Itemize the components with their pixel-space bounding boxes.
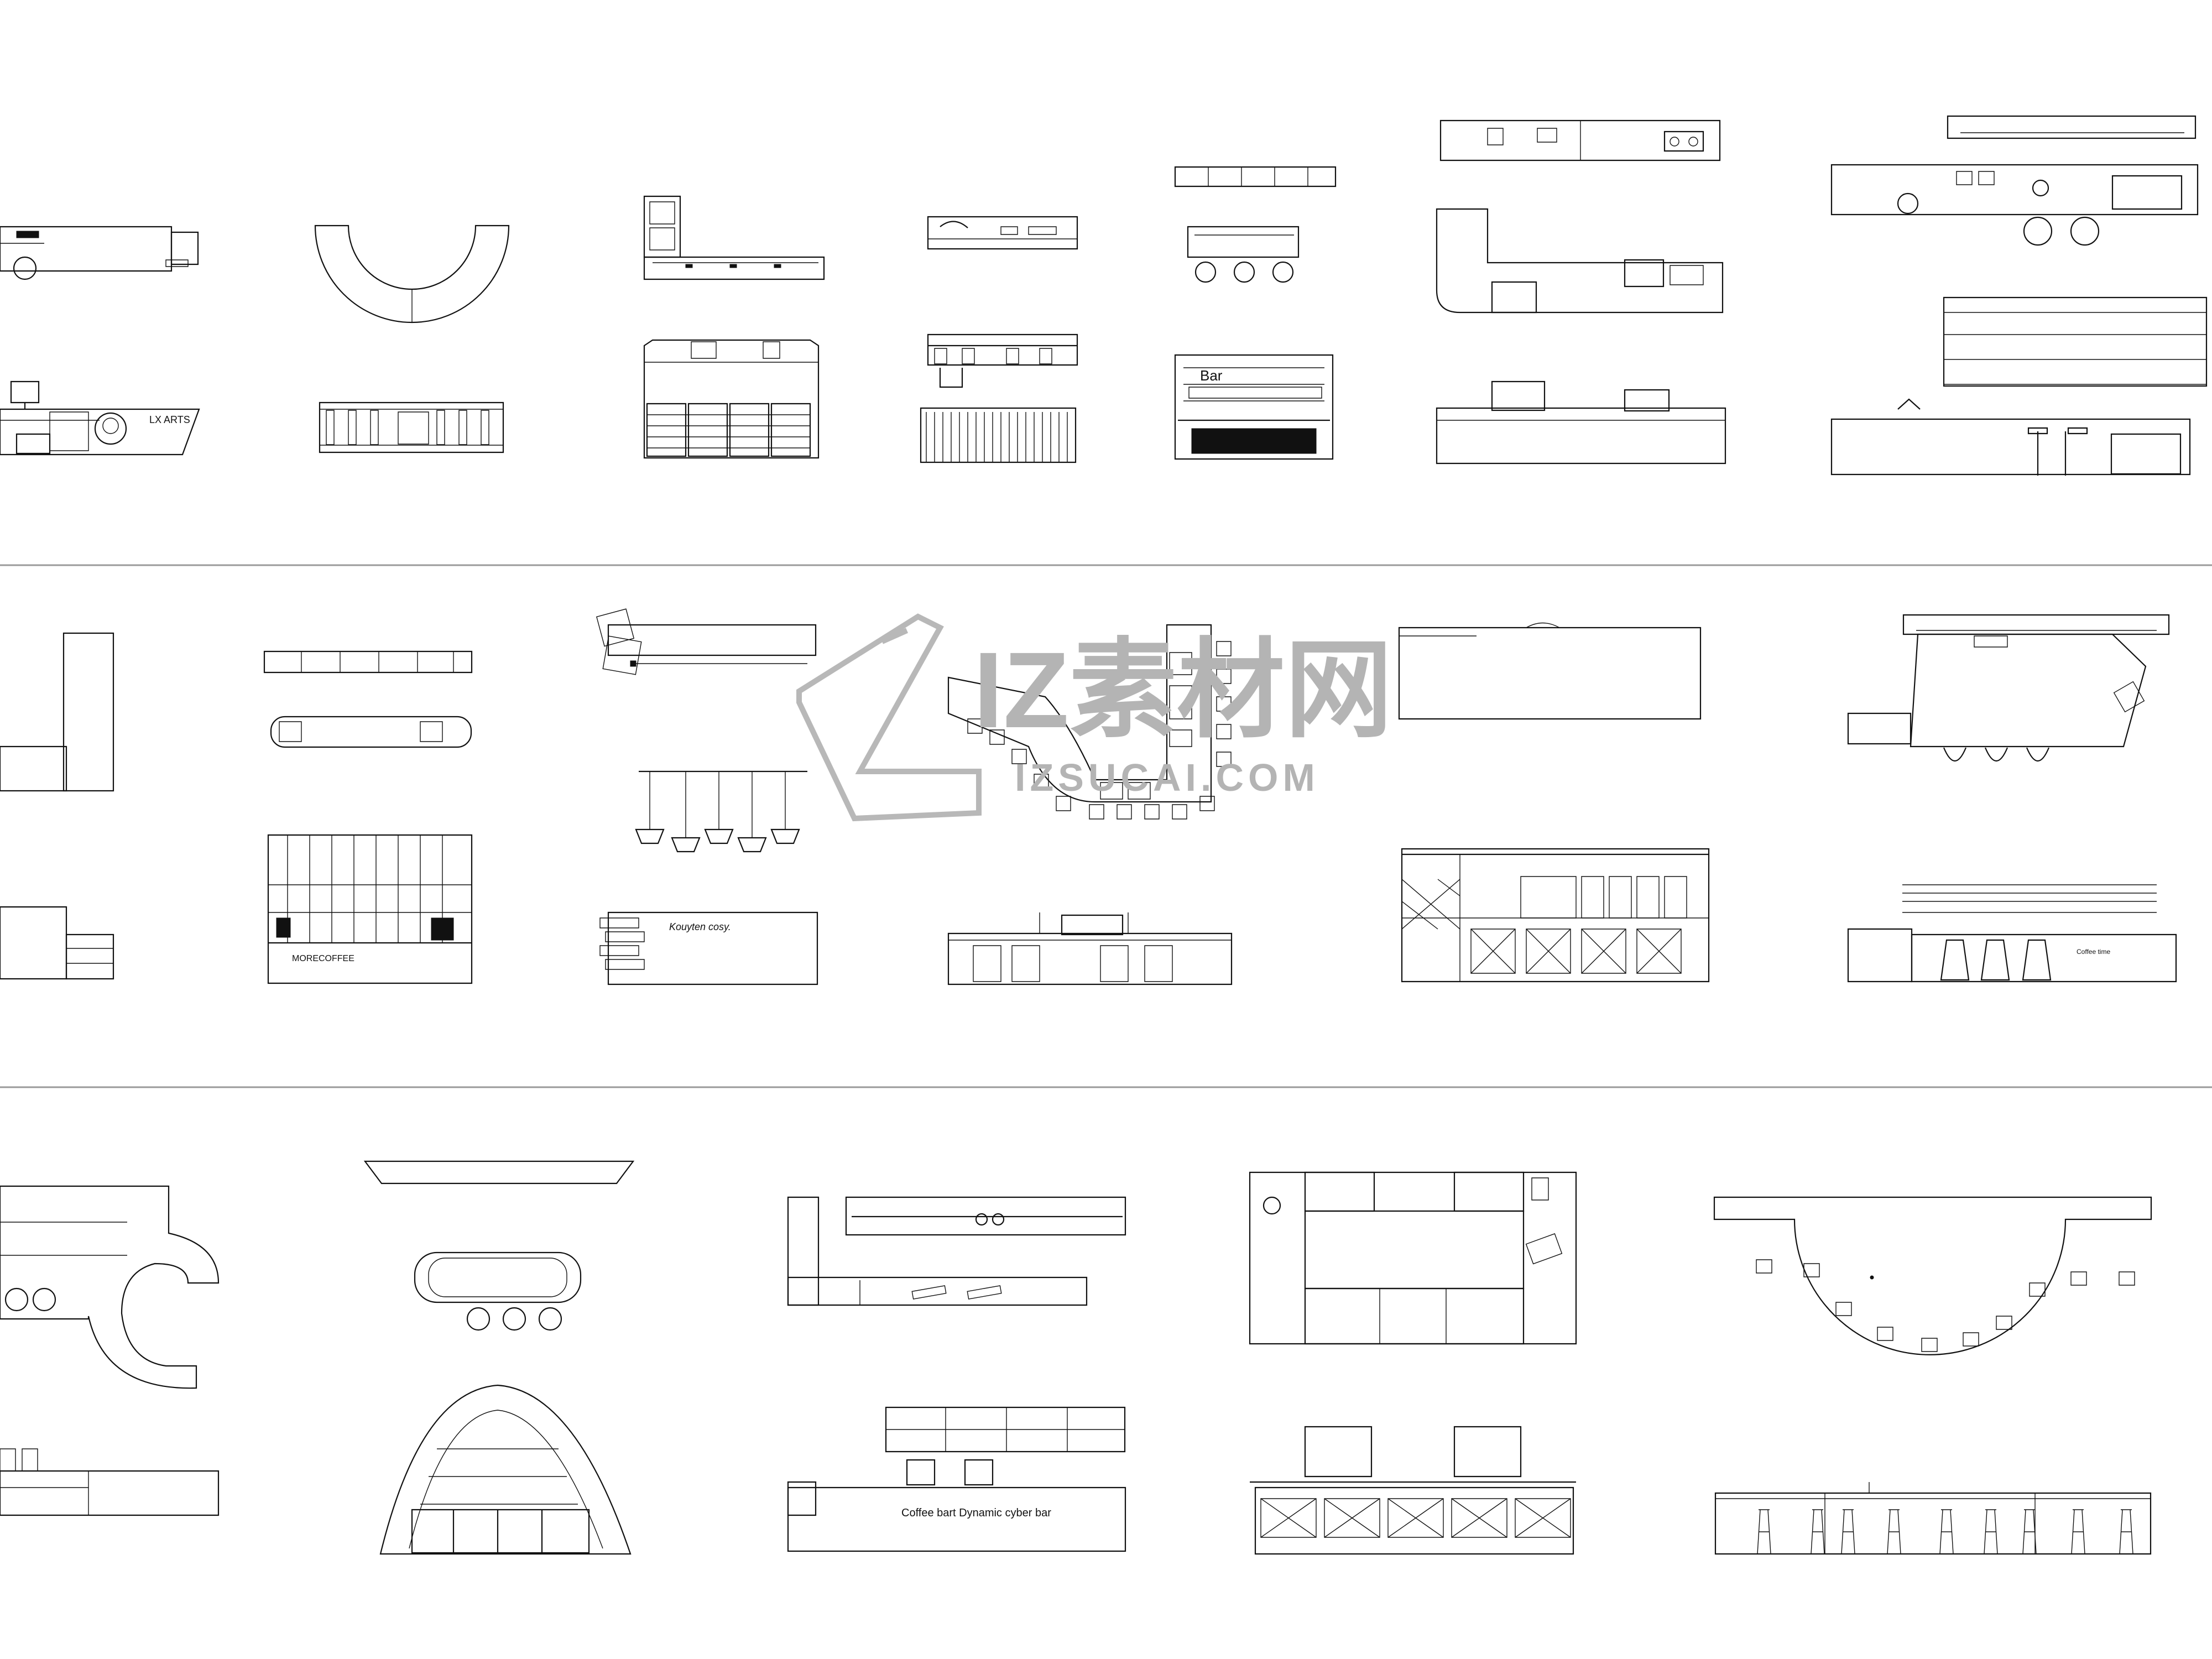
bar-drawing-arch-back-bar bbox=[365, 1161, 633, 1554]
semicircle-elevation bbox=[320, 403, 503, 452]
elevation-view bbox=[1250, 1427, 1576, 1554]
elevation-view: MORECOFFEE bbox=[268, 835, 472, 983]
bar-drawing-wine-rack-bar bbox=[1399, 623, 1709, 982]
bar-drawing-straight-counter bbox=[644, 196, 824, 458]
plan-view bbox=[0, 227, 198, 279]
watermark-brand: IZ素材网 bbox=[973, 630, 1392, 750]
elevation-view: LX ARTS bbox=[0, 382, 199, 455]
elevation-view bbox=[1715, 1482, 2151, 1554]
script-sign-label: Kouyten cosy. bbox=[669, 921, 731, 932]
elevation-view bbox=[1832, 298, 2206, 476]
bar-drawing-curved-bar bbox=[948, 625, 1232, 984]
lx-arts-label: LX ARTS bbox=[149, 414, 190, 425]
watermark-logo bbox=[799, 617, 979, 818]
elevation-view bbox=[1402, 849, 1709, 982]
bar-drawing-morecoffee: MORECOFFEE bbox=[264, 651, 472, 983]
bar-drawing-lx-arts: LX ARTS bbox=[0, 227, 199, 455]
bar-drawing-c-shaped-counter bbox=[0, 1186, 218, 1515]
bar-stools-elevation bbox=[1757, 1510, 2133, 1554]
bar-elevation: Bar bbox=[1175, 355, 1333, 459]
bar-drawing-coffee-counter bbox=[1832, 116, 2206, 476]
semicircle-plan bbox=[315, 226, 509, 322]
elevation-view: Coffee time bbox=[1848, 885, 2176, 982]
bar-drawing-pendant-bar: Kouyten cosy. bbox=[597, 609, 817, 984]
watermark: IZ素材网 IZSUCAI.COM bbox=[799, 617, 1392, 818]
elevation-view: Coffee bart Dynamic cyber bar bbox=[788, 1407, 1125, 1551]
slatted-front bbox=[926, 412, 1067, 462]
bar-drawing-partial-counter bbox=[0, 633, 113, 979]
arch-outline bbox=[380, 1385, 630, 1554]
watermark-domain: IZSUCAI.COM bbox=[1015, 756, 1319, 799]
bar-drawing-island-bar bbox=[1250, 1172, 1576, 1554]
bar-drawing-coffee-time: Coffee time bbox=[1848, 615, 2176, 982]
bar-drawing-semicircle-counter bbox=[315, 226, 509, 452]
elevation-view bbox=[948, 912, 1232, 984]
bar-drawing-back-bar bbox=[921, 217, 1077, 462]
morecoffee-label: MORECOFFEE bbox=[292, 954, 354, 963]
bar-sign-label: Bar bbox=[1200, 367, 1223, 384]
stools bbox=[968, 641, 1231, 819]
bar-drawing-bar-with-stools: Bar bbox=[1175, 167, 1335, 459]
pendant-lamps bbox=[636, 771, 799, 852]
bar-drawing-cyber-bar: Coffee bart Dynamic cyber bar bbox=[788, 1197, 1125, 1551]
plan-view bbox=[928, 217, 1077, 249]
bar-drawing-l-counter bbox=[1437, 121, 1725, 463]
swivel-stools bbox=[1756, 1260, 2135, 1352]
elevation-view bbox=[1437, 382, 1725, 463]
plan-view bbox=[644, 196, 824, 279]
elevation-view bbox=[921, 335, 1077, 462]
cyber-bar-label: Coffee bart Dynamic cyber bar bbox=[901, 1507, 1051, 1519]
bar-drawing-semicircle-bar-stools bbox=[1714, 1197, 2151, 1554]
coffee-time-label: Coffee time bbox=[2077, 948, 2110, 956]
elevation-view bbox=[644, 340, 818, 458]
